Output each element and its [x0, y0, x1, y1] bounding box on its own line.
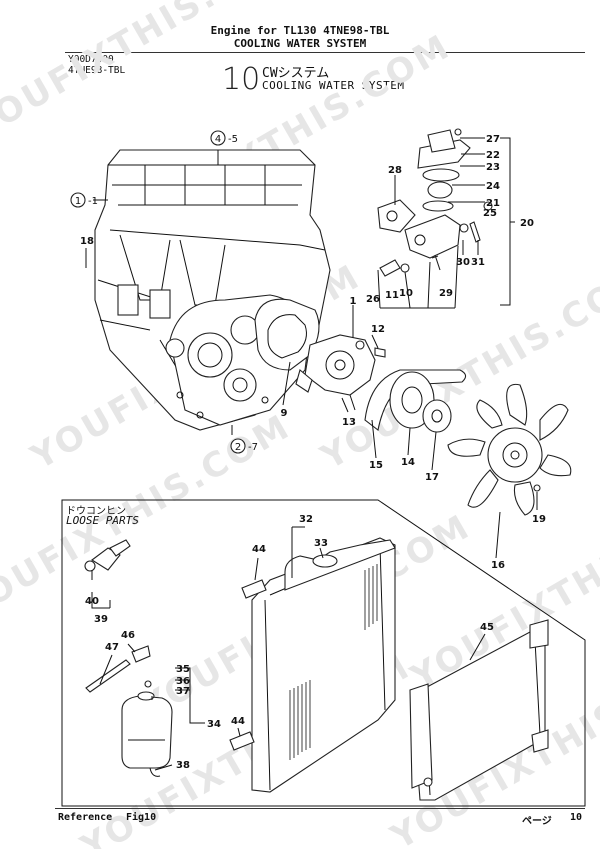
callout-26: 26 [366, 294, 380, 305]
footer-divider [55, 808, 585, 809]
svg-text:YOUFIXTHIS.COM: YOUFIXTHIS.COM [0, 0, 308, 148]
callout-44-upper: 44 [252, 544, 266, 555]
callout-39: 39 [94, 614, 108, 625]
callout-12: 12 [371, 324, 385, 335]
callout-31: 31 [471, 257, 485, 268]
callout-22: 22 [486, 150, 500, 161]
drain-cock-drawing [84, 539, 131, 572]
part-callouts: 18 1 12 13 9 15 14 17 19 16 28 27 22 23 … [80, 134, 546, 771]
callout-1: 1 [350, 296, 357, 307]
oil-cooler-drawing [409, 619, 549, 801]
callout-18: 18 [80, 236, 94, 247]
ref-2-number: 2 [235, 442, 241, 453]
callout-13: 13 [342, 417, 356, 428]
ref-1-suffix: -1 [88, 196, 98, 207]
loose-parts-title-jp: ドウコンヒン [66, 506, 126, 517]
callout-37: 37 [176, 686, 190, 697]
footer-fig: Fig10 [126, 812, 157, 823]
callout-17: 17 [425, 472, 439, 483]
callout-29: 29 [439, 288, 453, 299]
loose-parts-frame [61, 499, 586, 807]
section-number: 10 [222, 62, 261, 97]
radiator-drawing [229, 537, 396, 793]
callout-24: 24 [486, 181, 500, 192]
callout-30: 30 [456, 257, 470, 268]
callout-10: 10 [399, 288, 413, 299]
leader-lines [85, 137, 538, 771]
callout-35: 35 [176, 664, 190, 675]
callout-20: 20 [520, 218, 534, 229]
callout-28: 28 [388, 165, 402, 176]
callout-11: 11 [385, 290, 399, 301]
loose-parts-title-en: LOOSE PARTS [66, 514, 139, 527]
footer-page-label: ページ [522, 816, 552, 827]
callout-25: 25 [483, 208, 497, 219]
reference-callouts: 1 -1 4 -5 2 -7 [70, 130, 258, 454]
ref-4-suffix: -5 [228, 134, 238, 145]
reserve-tank-drawing [85, 645, 173, 777]
callout-40: 40 [85, 596, 99, 607]
callout-21: 21 [486, 198, 500, 209]
callout-33: 33 [314, 538, 328, 549]
footer-page-number: 10 [570, 812, 583, 823]
ref-2-suffix: -7 [248, 442, 258, 453]
fan-drive-drawing [364, 369, 572, 516]
callout-47: 47 [105, 642, 119, 653]
radiator-core-hatching [289, 564, 378, 760]
thermostat-assembly-drawing [377, 128, 493, 277]
section-title-en: COOLING WATER SYSTEM [262, 79, 405, 92]
callout-32: 32 [299, 514, 313, 525]
header-title: Engine for TL130 4TNE98-TBL [210, 24, 390, 37]
footer-reference-label: Reference [58, 812, 113, 823]
water-pump-drawing [295, 334, 386, 411]
header-divider [65, 52, 585, 53]
callout-44-lower: 44 [231, 716, 245, 727]
callout-45: 45 [480, 622, 494, 633]
callout-27: 27 [486, 134, 500, 145]
callout-16: 16 [491, 560, 505, 571]
engine-block-drawing [94, 149, 331, 431]
ref-4-number: 4 [215, 134, 221, 145]
section-title-jp: CWシステム [262, 66, 330, 81]
callout-34: 34 [207, 719, 221, 730]
callout-14: 14 [401, 457, 415, 468]
callout-9: 9 [281, 408, 288, 419]
callout-46: 46 [121, 630, 135, 641]
callout-23: 23 [486, 162, 500, 173]
engine-model-code: 4TNE98-TBL [68, 65, 126, 76]
callout-15: 15 [369, 460, 383, 471]
ref-1-number: 1 [75, 196, 81, 207]
header-subtitle: COOLING WATER SYSTEM [233, 37, 367, 50]
callout-19: 19 [532, 514, 546, 525]
callout-36: 36 [176, 676, 190, 687]
callout-38: 38 [176, 760, 190, 771]
drawing-code: Y00D7500 [68, 54, 114, 65]
